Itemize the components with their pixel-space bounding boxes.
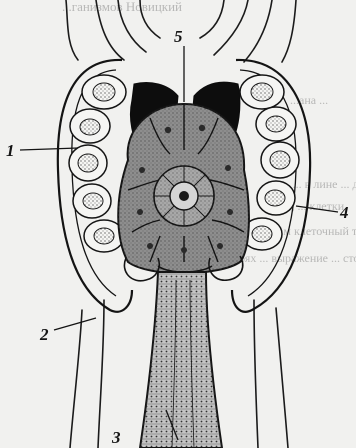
label-1: 1	[6, 141, 15, 160]
label-3: 3	[111, 428, 121, 447]
label-2: 2	[39, 325, 49, 344]
stalk	[140, 272, 222, 448]
label-4: 4	[339, 203, 349, 222]
label-5: 5	[174, 27, 183, 46]
central-body	[118, 104, 249, 273]
